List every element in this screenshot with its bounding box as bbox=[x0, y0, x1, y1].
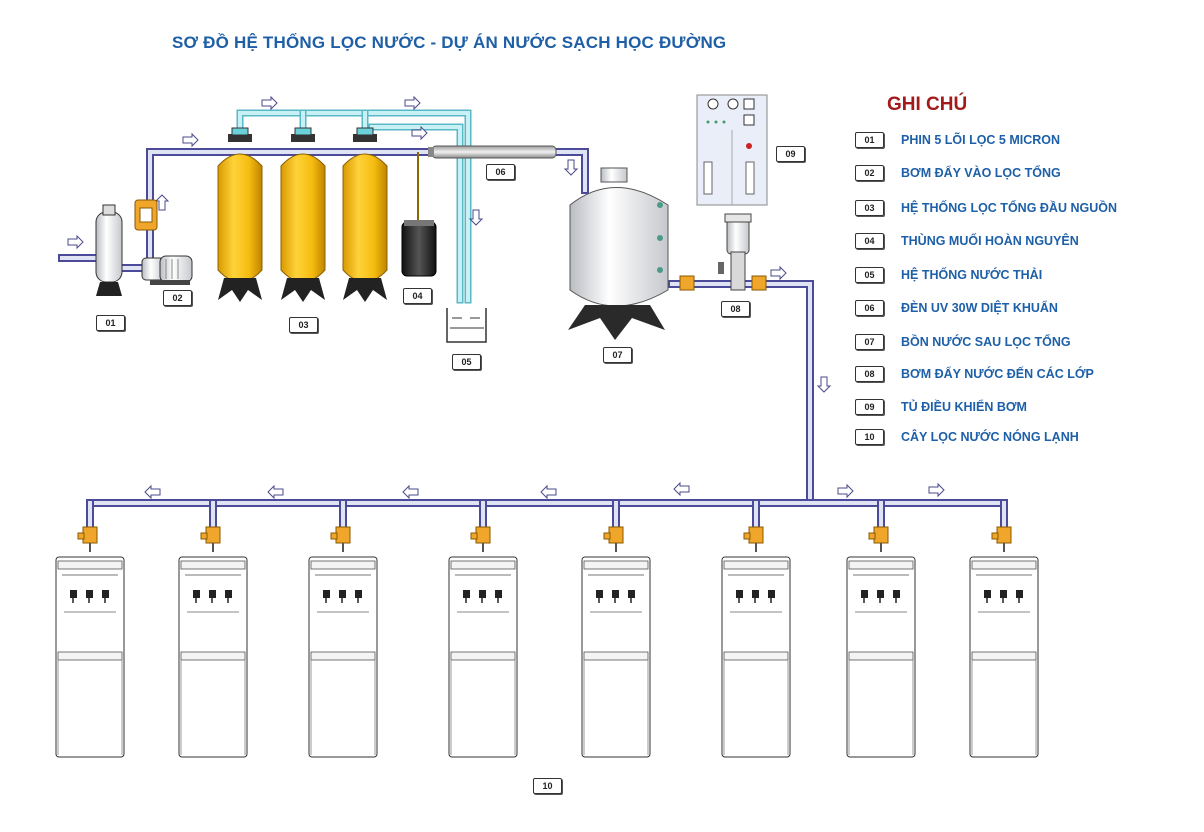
tag-08: 08 bbox=[721, 301, 750, 317]
legend-num: 06 bbox=[855, 300, 884, 316]
water-dispenser bbox=[721, 556, 791, 758]
tap-icon bbox=[70, 590, 77, 598]
drain-bucket bbox=[446, 308, 487, 343]
tag-10: 10 bbox=[533, 778, 562, 794]
tag-04: 04 bbox=[403, 288, 432, 304]
legend-num: 01 bbox=[855, 132, 884, 148]
water-dispensers bbox=[55, 556, 1039, 758]
tap-icon bbox=[768, 590, 775, 598]
legend-label: BƠM ĐẨY NƯỚC ĐẾN CÁC LỚP bbox=[901, 367, 1094, 381]
water-dispenser bbox=[55, 556, 125, 758]
legend-label: CÂY LỌC NƯỚC NÓNG LẠNH bbox=[901, 430, 1079, 444]
legend-num: 07 bbox=[855, 334, 884, 350]
page-title: SƠ ĐỒ HỆ THỐNG LỌC NƯỚC - DỰ ÁN NƯỚC SẠC… bbox=[172, 33, 727, 52]
tap-icon bbox=[209, 590, 216, 598]
legend-item: 08 BƠM ĐẨY NƯỚC ĐẾN CÁC LỚP bbox=[855, 365, 1094, 383]
legend-item: 02 BƠM ĐẨY VÀO LỌC TỔNG bbox=[855, 164, 1061, 182]
tap-icon bbox=[193, 590, 200, 598]
water-dispenser bbox=[308, 556, 378, 758]
tap-icon bbox=[612, 590, 619, 598]
tag-06: 06 bbox=[486, 164, 515, 180]
tag-05: 05 bbox=[452, 354, 481, 370]
legend-label: TỦ ĐIỀU KHIỂN BƠM bbox=[901, 400, 1027, 414]
tap-icon bbox=[463, 590, 470, 598]
water-dispenser bbox=[581, 556, 651, 758]
booster-pump bbox=[679, 213, 767, 291]
tag-01: 01 bbox=[96, 315, 125, 331]
legend-label: PHIN 5 LÕI LỌC 5 MICRON bbox=[901, 133, 1061, 147]
water-dispenser bbox=[448, 556, 518, 758]
legend-item: 05 HỆ THỐNG NƯỚC THẢI bbox=[855, 266, 1042, 284]
legend-label: BỒN NƯỚC SAU LỌC TỔNG bbox=[901, 335, 1071, 349]
tag-09: 09 bbox=[776, 146, 805, 162]
tap-icon bbox=[323, 590, 330, 598]
filter-tanks bbox=[217, 127, 388, 302]
tap-icon bbox=[1000, 590, 1007, 598]
legend-num: 10 bbox=[855, 429, 884, 445]
tap-icon bbox=[984, 590, 991, 598]
tap-icon bbox=[355, 590, 362, 598]
tap-icon bbox=[893, 590, 900, 598]
distribution-drops bbox=[86, 499, 1008, 532]
tap-icon bbox=[86, 590, 93, 598]
water-dispenser bbox=[178, 556, 248, 758]
drain-pipes bbox=[236, 109, 472, 304]
legend-item: 09 TỦ ĐIỀU KHIỂN BƠM bbox=[855, 398, 1027, 416]
legend-num: 05 bbox=[855, 267, 884, 283]
legend-label: BƠM ĐẨY VÀO LỌC TỔNG bbox=[901, 166, 1061, 180]
feed-pump bbox=[134, 199, 193, 285]
tap-icon bbox=[339, 590, 346, 598]
legend-label: THÙNG MUỐI HOÀN NGUYÊN bbox=[901, 234, 1079, 248]
tap-icon bbox=[752, 590, 759, 598]
water-dispenser bbox=[969, 556, 1039, 758]
legend-item: 04 THÙNG MUỐI HOÀN NGUYÊN bbox=[855, 232, 1079, 250]
tap-icon bbox=[479, 590, 486, 598]
dispenser-valves bbox=[77, 526, 1012, 552]
tap-icon bbox=[736, 590, 743, 598]
tap-icon bbox=[628, 590, 635, 598]
legend-title: GHI CHÚ bbox=[887, 94, 968, 115]
brine-tank bbox=[401, 152, 437, 277]
tap-icon bbox=[102, 590, 109, 598]
legend-num: 03 bbox=[855, 200, 884, 216]
control-cabinet bbox=[696, 94, 768, 206]
storage-tank bbox=[568, 167, 669, 340]
tag-07: 07 bbox=[603, 347, 632, 363]
cartridge-filter bbox=[95, 204, 123, 296]
tap-icon bbox=[596, 590, 603, 598]
legend-num: 09 bbox=[855, 399, 884, 415]
tap-icon bbox=[1016, 590, 1023, 598]
tap-icon bbox=[861, 590, 868, 598]
tap-icon bbox=[225, 590, 232, 598]
tag-03: 03 bbox=[289, 317, 318, 333]
water-dispenser bbox=[846, 556, 916, 758]
legend-item: 01 PHIN 5 LÕI LỌC 5 MICRON bbox=[855, 131, 1060, 149]
tag-02: 02 bbox=[163, 290, 192, 306]
legend-label: HỆ THỐNG NƯỚC THẢI bbox=[901, 268, 1043, 282]
legend-label: ĐÈN UV 30W DIỆT KHUẨN bbox=[901, 301, 1058, 315]
tap-icon bbox=[877, 590, 884, 598]
legend-item: 03 HỆ THỐNG LỌC TỔNG ĐẦU NGUỒN bbox=[855, 199, 1117, 217]
legend-item: 10 CÂY LỌC NƯỚC NÓNG LẠNH bbox=[855, 428, 1079, 446]
legend-num: 02 bbox=[855, 165, 884, 181]
legend-num: 08 bbox=[855, 366, 884, 382]
legend-item: 07 BỒN NƯỚC SAU LỌC TỔNG bbox=[855, 333, 1071, 351]
tap-icon bbox=[495, 590, 502, 598]
legend-item: 06 ĐÈN UV 30W DIỆT KHUẨN bbox=[855, 299, 1058, 317]
legend-num: 04 bbox=[855, 233, 884, 249]
legend-label: HỆ THỐNG LỌC TỔNG ĐẦU NGUỒN bbox=[901, 201, 1117, 215]
uv-lamp bbox=[428, 145, 557, 159]
